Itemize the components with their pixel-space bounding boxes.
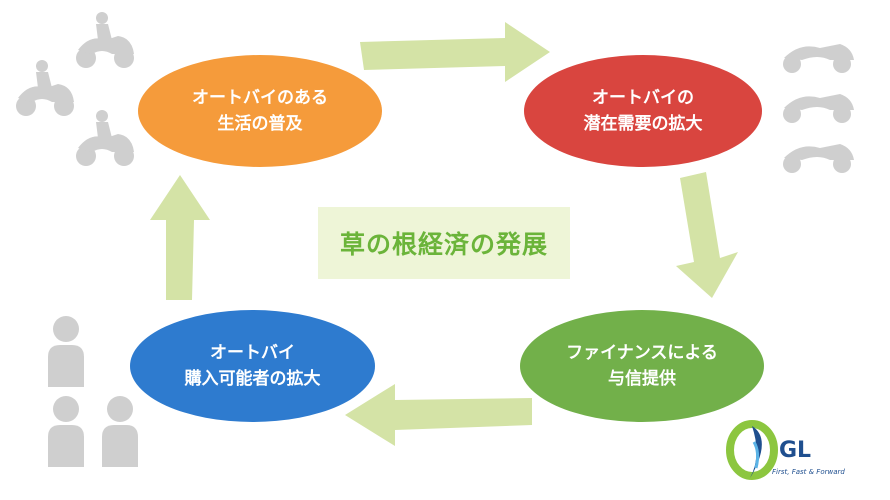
logo-tagline: First, Fast & Forward	[772, 468, 845, 476]
node-bottom-left: オートバイ 購入可能者の拡大	[130, 310, 375, 422]
logo-text: GL	[779, 438, 812, 463]
arrow-bottom	[345, 384, 532, 446]
motorcycle-icon	[76, 110, 134, 166]
motorcycle-icon	[783, 44, 854, 73]
center-label: 草の根経済の発展	[318, 207, 570, 279]
gl-logo-icon	[726, 420, 778, 480]
node-bottom-right: ファイナンスによる 与信提供	[520, 310, 764, 422]
motorcycle-icon	[76, 12, 134, 68]
arrow-left	[150, 175, 210, 300]
person-icon	[102, 396, 138, 467]
node-top-right: オートバイの 潜在需要の拡大	[524, 55, 762, 167]
arrow-right	[676, 172, 738, 298]
motorcycle-icon	[783, 94, 854, 123]
motorcycle-icon	[783, 144, 854, 173]
arrow-top	[360, 22, 550, 82]
person-icon	[48, 316, 84, 387]
motorcycle-icon	[16, 60, 74, 116]
person-icon	[48, 396, 84, 467]
node-top-left: オートバイのある 生活の普及	[138, 55, 382, 167]
